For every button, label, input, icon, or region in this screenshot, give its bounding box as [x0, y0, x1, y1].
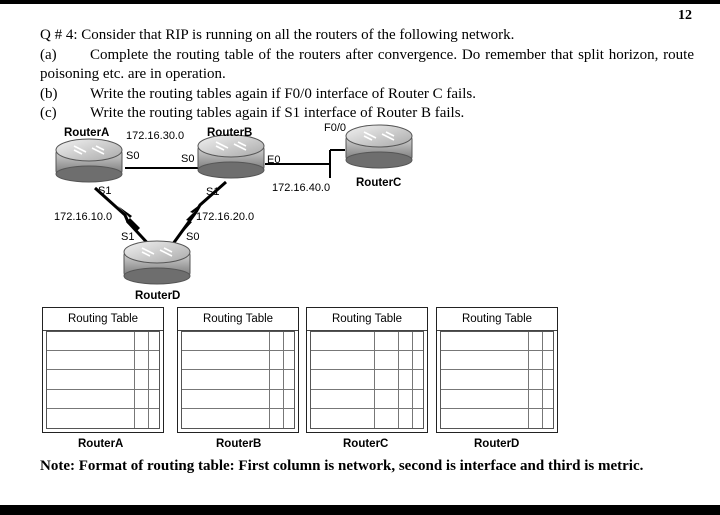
routing-table-b-label: RouterB	[216, 438, 262, 450]
router-d-s0-label: S0	[186, 231, 200, 243]
router-a-name: RouterA	[64, 127, 110, 139]
routing-table-b: Routing Table	[177, 307, 299, 433]
routing-table-a: Routing Table	[42, 307, 164, 433]
network-bc-label: 172.16.40.0	[272, 182, 331, 194]
router-c-f00-label: F0/0	[324, 122, 347, 134]
routing-table-c: Routing Table	[306, 307, 428, 433]
routing-table-c-label: RouterC	[343, 438, 389, 450]
router-d-name: RouterD	[135, 290, 181, 302]
router-b-s1-label: S1	[206, 186, 220, 198]
top-border	[0, 0, 720, 4]
router-c-icon	[345, 124, 413, 169]
part-b-label: (b)	[40, 86, 58, 102]
part-a-label: (a)	[40, 47, 57, 63]
routing-table-d: Routing Table	[436, 307, 558, 433]
router-d-icon	[123, 240, 191, 285]
router-c-name: RouterC	[356, 177, 402, 189]
router-a-s0-label: S0	[126, 150, 140, 162]
routing-table-grid	[440, 331, 554, 429]
part-c-text: Write the routing tables again if S1 int…	[90, 105, 465, 121]
router-a-icon	[55, 138, 123, 183]
network-ad-label: 172.16.10.0	[54, 211, 113, 223]
routing-table-grid	[310, 331, 424, 429]
routing-table-header: Routing Table	[43, 308, 163, 331]
format-note: Note: Format of routing table: First col…	[40, 458, 644, 474]
page-number: 12	[678, 8, 692, 23]
routing-table-grid	[46, 331, 160, 429]
router-b-name: RouterB	[207, 127, 253, 139]
routing-table-header: Routing Table	[307, 308, 427, 331]
routing-table-d-label: RouterD	[474, 438, 520, 450]
question-part-c: (c) Write the routing tables again if S1 …	[40, 104, 464, 123]
bottom-border	[0, 505, 720, 515]
link-b-d-bolt	[176, 200, 206, 240]
router-a-s1-label: S1	[98, 185, 112, 197]
routing-table-grid	[181, 331, 295, 429]
routing-table-header: Routing Table	[437, 308, 557, 331]
router-b-e0-label: E0	[267, 154, 281, 166]
routing-table-header: Routing Table	[178, 308, 298, 331]
question-part-a: (a)Complete the routing table of the rou…	[40, 46, 694, 84]
part-b-text: Write the routing tables again if F0/0 i…	[90, 86, 476, 102]
question-part-b: (b) Write the routing tables again if F0/…	[40, 85, 476, 104]
router-d-s1-label: S1	[121, 231, 135, 243]
network-ab-label: 172.16.30.0	[126, 130, 185, 142]
part-a-text: Complete the routing table of the router…	[40, 47, 694, 82]
router-b-s0-label: S0	[181, 153, 195, 165]
router-b-icon	[197, 134, 265, 179]
link-b-d-serial	[168, 180, 227, 249]
part-c-label: (c)	[40, 105, 57, 121]
routing-table-a-label: RouterA	[78, 438, 124, 450]
question-title: Q # 4: Consider that RIP is running on a…	[40, 27, 515, 43]
network-bd-label: 172.16.20.0	[196, 211, 255, 223]
link-a-d-bolt	[118, 206, 150, 244]
